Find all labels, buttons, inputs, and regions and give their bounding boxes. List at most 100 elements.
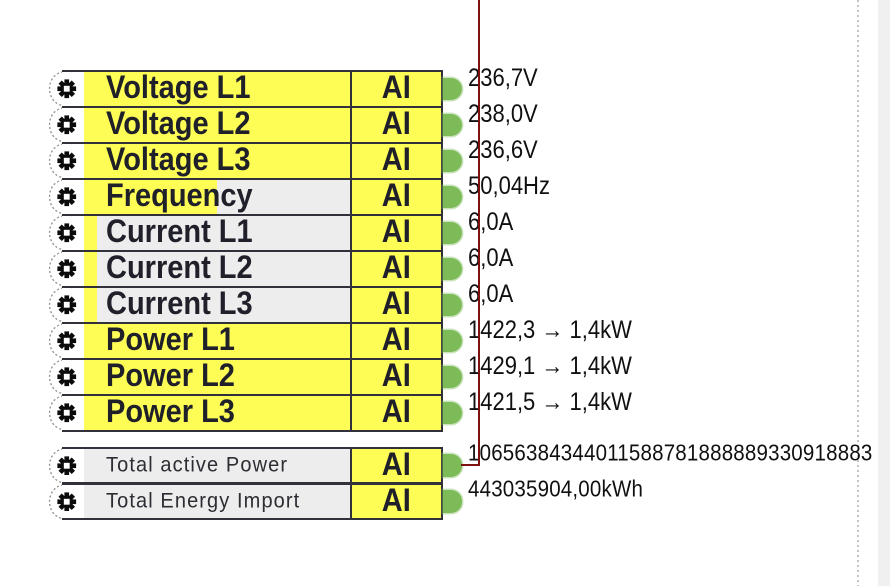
block-label-cell[interactable]: Current L1 bbox=[84, 216, 352, 250]
wire-vertical-segment[interactable] bbox=[478, 0, 481, 465]
gear-icon[interactable] bbox=[57, 331, 77, 351]
gear-icon[interactable] bbox=[57, 491, 77, 512]
value-fill-bar bbox=[84, 252, 98, 286]
gear-icon[interactable] bbox=[57, 295, 77, 315]
block-port-type-label: AI bbox=[381, 357, 411, 394]
block-port-type[interactable]: AI bbox=[352, 250, 441, 286]
function-block[interactable]: Voltage L2 AI bbox=[62, 106, 443, 144]
function-block-row-voltage-l2[interactable]: Voltage L2 AI bbox=[47, 106, 467, 144]
output-connector-dot[interactable] bbox=[443, 293, 462, 316]
block-port-type[interactable]: AI bbox=[352, 285, 441, 322]
block-label: Voltage L2 bbox=[106, 108, 251, 142]
wire-horizontal-segment[interactable] bbox=[461, 463, 481, 466]
function-block-row-power-l1[interactable]: Power L1 AI bbox=[47, 322, 467, 360]
block-port-type[interactable]: AI bbox=[352, 321, 441, 358]
gear-icon[interactable] bbox=[57, 455, 77, 476]
block-left-cap bbox=[48, 107, 63, 143]
block-port-type[interactable]: AI bbox=[352, 393, 441, 430]
block-left-cap bbox=[48, 71, 63, 107]
block-label: Current L1 bbox=[106, 216, 253, 250]
gear-icon[interactable] bbox=[57, 187, 77, 207]
function-block[interactable]: Power L2 AI bbox=[62, 358, 443, 396]
block-left-cap bbox=[48, 483, 63, 519]
output-connector-dot[interactable] bbox=[443, 77, 462, 100]
gear-icon[interactable] bbox=[57, 367, 77, 387]
function-block-row-current-l1[interactable]: Current L1 AI bbox=[47, 214, 467, 252]
block-port-type[interactable]: AI bbox=[352, 106, 441, 142]
block-label-cell[interactable]: Current L2 bbox=[84, 252, 352, 286]
block-label: Voltage L1 bbox=[106, 72, 251, 106]
output-connector-dot[interactable] bbox=[443, 257, 462, 280]
block-port-type-label: AI bbox=[381, 393, 411, 430]
canvas-side-strip bbox=[878, 0, 890, 586]
function-block-row-power-l2[interactable]: Power L2 AI bbox=[47, 358, 467, 396]
block-label: Power L3 bbox=[106, 396, 235, 430]
block-label-cell[interactable]: Total Energy Import bbox=[84, 484, 352, 518]
function-block[interactable]: Current L2 AI bbox=[62, 250, 443, 288]
block-label-cell[interactable]: Power L1 bbox=[84, 324, 352, 358]
output-value-total-active-power: 10656384344011588781888889330918883 bbox=[468, 440, 873, 467]
output-connector-dot[interactable] bbox=[443, 329, 462, 352]
gear-icon[interactable] bbox=[57, 151, 77, 171]
function-block[interactable]: Current L3 AI bbox=[62, 286, 443, 324]
output-connector-dot[interactable] bbox=[443, 365, 462, 388]
output-connector-dot[interactable] bbox=[443, 113, 462, 136]
block-label-cell[interactable]: Power L3 bbox=[84, 396, 352, 430]
block-label-cell[interactable]: Current L3 bbox=[84, 288, 352, 322]
block-label: Total Energy Import bbox=[106, 488, 301, 513]
output-connector-dot[interactable] bbox=[443, 185, 462, 208]
function-block[interactable]: Power L3 AI bbox=[62, 394, 443, 432]
function-block[interactable]: Total active Power AI bbox=[62, 446, 443, 484]
block-port-type-label: AI bbox=[381, 285, 411, 322]
value-fill-bar bbox=[84, 396, 350, 430]
gear-icon[interactable] bbox=[57, 79, 77, 99]
function-block-row-current-l3[interactable]: Current L3 AI bbox=[47, 286, 467, 324]
block-port-type[interactable]: AI bbox=[352, 446, 441, 483]
function-block-row-total-active-power[interactable]: Total active Power AI bbox=[47, 446, 467, 484]
block-label-cell[interactable]: Voltage L1 bbox=[84, 72, 352, 106]
gear-icon[interactable] bbox=[57, 403, 77, 423]
output-connector-dot[interactable] bbox=[443, 454, 462, 477]
block-port-type[interactable]: AI bbox=[352, 70, 441, 106]
output-value-power-l2: 1429,1 → 1,4kW bbox=[468, 350, 632, 380]
function-block-row-current-l2[interactable]: Current L2 AI bbox=[47, 250, 467, 288]
function-block-row-voltage-l1[interactable]: Voltage L1 AI bbox=[47, 70, 467, 108]
block-port-type-label: AI bbox=[381, 213, 411, 250]
function-block-row-voltage-l3[interactable]: Voltage L3 AI bbox=[47, 142, 467, 180]
function-block[interactable]: Frequency AI bbox=[62, 178, 443, 216]
block-left-cap bbox=[48, 359, 63, 395]
block-left-cap bbox=[48, 395, 63, 431]
block-port-type-label: AI bbox=[381, 321, 411, 358]
block-port-type[interactable]: AI bbox=[352, 178, 441, 214]
block-label-cell[interactable]: Voltage L2 bbox=[84, 108, 352, 142]
block-label-cell[interactable]: Total active Power bbox=[84, 448, 352, 482]
gear-icon[interactable] bbox=[57, 223, 77, 243]
output-connector-dot[interactable] bbox=[443, 221, 462, 244]
block-port-type[interactable]: AI bbox=[352, 213, 441, 250]
value-fill-bar bbox=[84, 360, 350, 394]
function-block[interactable]: Voltage L1 AI bbox=[62, 70, 443, 108]
function-block[interactable]: Voltage L3 AI bbox=[62, 142, 443, 180]
block-port-type[interactable]: AI bbox=[352, 482, 441, 518]
output-connector-dot[interactable] bbox=[443, 149, 462, 172]
block-port-type-label: AI bbox=[381, 446, 411, 483]
output-connector-dot[interactable] bbox=[443, 401, 462, 424]
function-block[interactable]: Power L1 AI bbox=[62, 322, 443, 360]
block-port-type[interactable]: AI bbox=[352, 357, 441, 394]
function-block-row-total-energy-import[interactable]: Total Energy Import AI bbox=[47, 482, 467, 520]
gear-icon[interactable] bbox=[57, 259, 77, 279]
block-port-type[interactable]: AI bbox=[352, 142, 441, 178]
block-left-cap bbox=[48, 323, 63, 359]
block-label-cell[interactable]: Power L2 bbox=[84, 360, 352, 394]
output-value-frequency: 50,04Hz bbox=[468, 170, 550, 200]
output-value-current-l3: 6,0A bbox=[468, 278, 514, 308]
function-block-row-frequency[interactable]: Frequency AI bbox=[47, 178, 467, 216]
function-block[interactable]: Current L1 AI bbox=[62, 214, 443, 252]
gear-icon[interactable] bbox=[57, 115, 77, 135]
function-block-row-power-l3[interactable]: Power L3 AI bbox=[47, 394, 467, 432]
block-label-cell[interactable]: Voltage L3 bbox=[84, 144, 352, 178]
output-connector-dot[interactable] bbox=[443, 490, 462, 513]
block-label-cell[interactable]: Frequency bbox=[84, 180, 352, 214]
function-block[interactable]: Total Energy Import AI bbox=[62, 482, 443, 520]
